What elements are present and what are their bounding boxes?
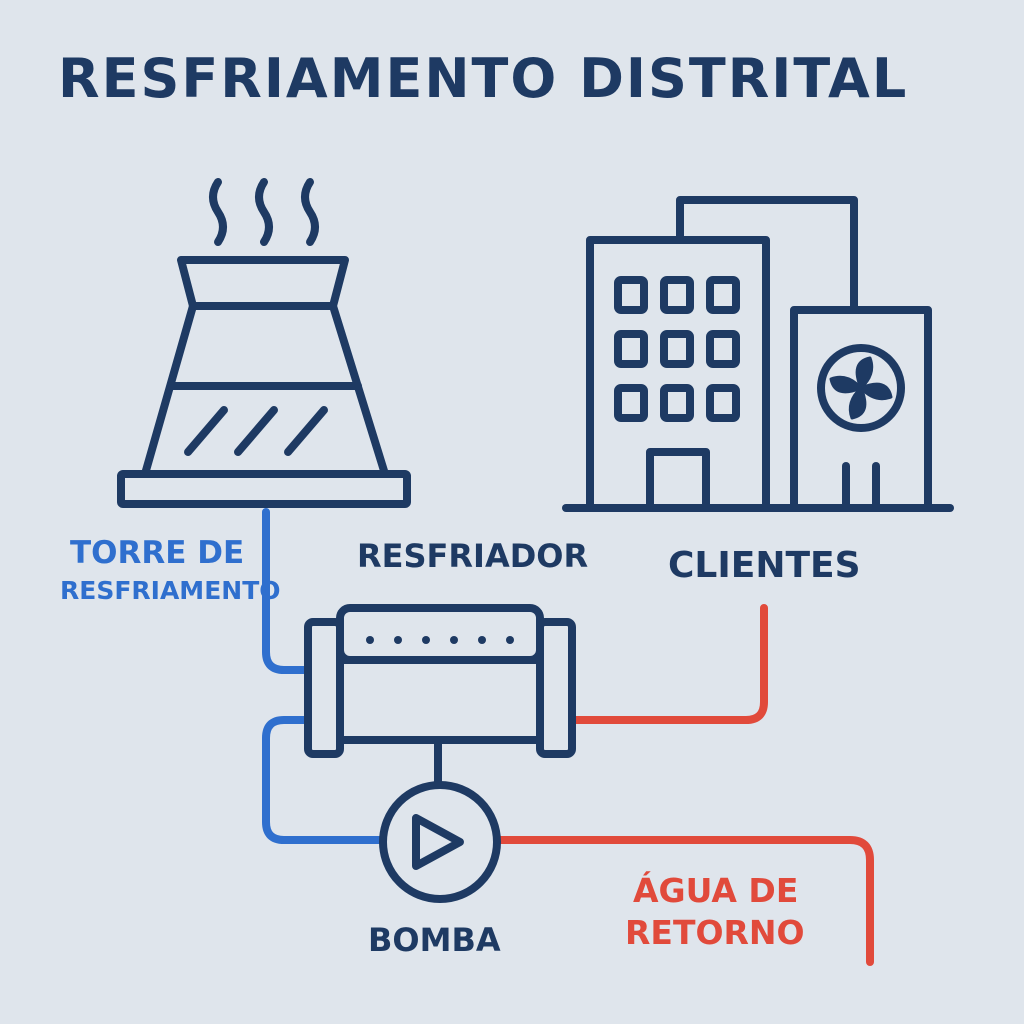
clients-label: CLIENTES (668, 545, 861, 586)
return-water-label-line2: RETORNO (625, 913, 805, 952)
steam-icon (209, 178, 319, 246)
office-buildings-icon (562, 196, 954, 512)
cold-pipe-chiller-to-pump (262, 716, 387, 844)
cold-pipe-tower-to-chiller (262, 508, 312, 674)
cooling-tower-label-line1: TORRE DE (70, 535, 245, 571)
chiller-label: RESFRIADOR (357, 537, 589, 575)
hot-pipe-return (496, 836, 874, 966)
pump-label: BOMBA (368, 921, 501, 959)
cooling-tower-icon (117, 178, 411, 508)
pump-icon (379, 781, 501, 903)
page-title: RESFRIAMENTO DISTRITAL (58, 47, 909, 110)
cooling-tower-label-line2: RESFRIAMENTO (60, 576, 281, 605)
fan-icon (817, 344, 905, 432)
return-water-label-line1: ÁGUA DE (633, 871, 799, 910)
chiller-icon (304, 604, 576, 758)
hot-pipe-clients-to-chiller (568, 604, 768, 724)
